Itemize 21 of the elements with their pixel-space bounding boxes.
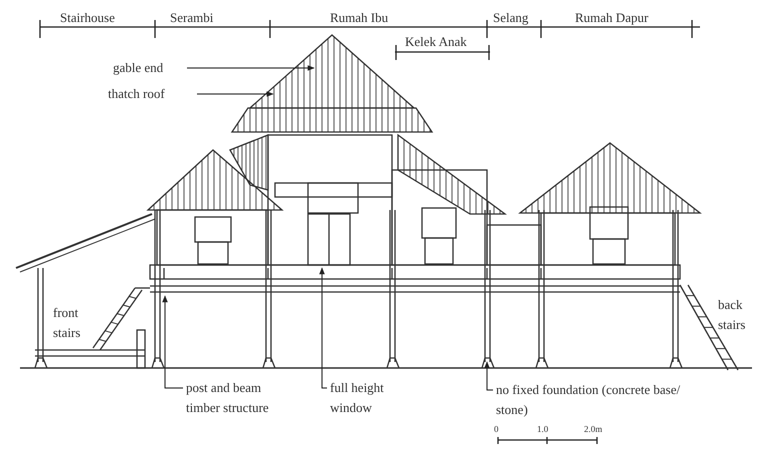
scale-number: 1.0 bbox=[537, 423, 550, 435]
leader-line bbox=[186, 65, 315, 71]
section-label: Rumah Ibu bbox=[330, 9, 390, 27]
callout-text: gable end bbox=[113, 58, 183, 78]
callout-text: full height window bbox=[330, 378, 410, 418]
part-label: back stairs bbox=[718, 296, 746, 334]
section-label: Kelek Anak bbox=[405, 33, 468, 51]
section-label: Stairhouse bbox=[60, 9, 116, 27]
leader-line bbox=[319, 267, 328, 388]
callout-text: no fixed foundation (concrete base/ stone) bbox=[496, 380, 706, 420]
callout-text: thatch roof bbox=[108, 84, 193, 104]
scale-number: 0 bbox=[494, 423, 500, 435]
section-label: Selang bbox=[493, 9, 530, 27]
section-label: Rumah Dapur bbox=[575, 9, 650, 27]
leader-line bbox=[484, 361, 494, 390]
scale-number: 2.0m bbox=[584, 423, 604, 435]
callout-text: post and beam timber structure bbox=[186, 378, 286, 418]
leader-line bbox=[196, 91, 274, 97]
section-label: Serambi bbox=[170, 9, 214, 27]
leader-line bbox=[162, 295, 184, 388]
part-label: front stairs bbox=[53, 304, 82, 342]
